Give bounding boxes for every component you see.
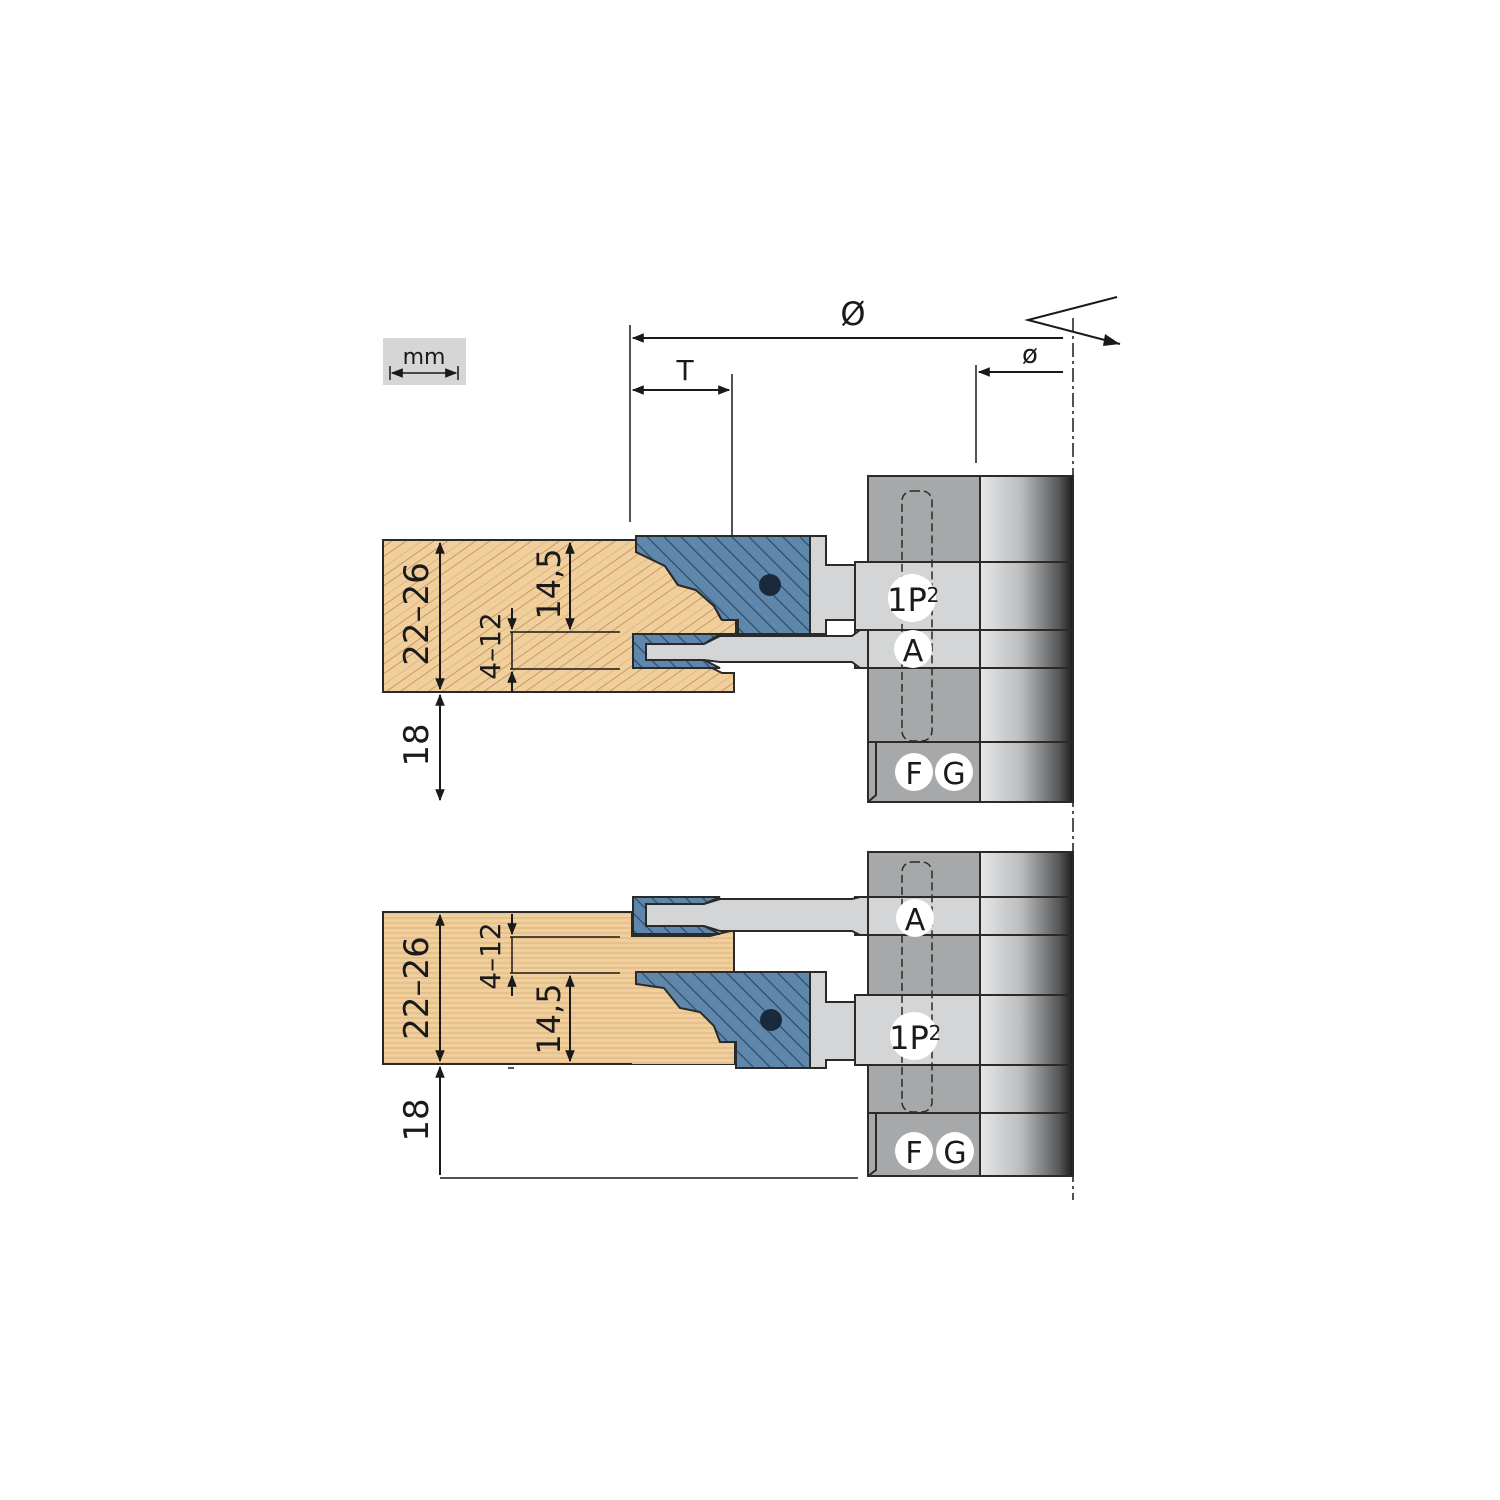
lower-tool-body (854, 851, 1074, 1177)
lower-marker-a: A (896, 899, 934, 938)
lower-marker-g: G (936, 1132, 974, 1171)
upper-tool-body (854, 475, 1074, 803)
upper-groove-code: A (903, 634, 924, 669)
lower-assembly: A 1P 2 F G 22–26 18 4–12 14, (382, 851, 1074, 1179)
outer-diameter-label: Ø (840, 295, 865, 333)
lower-profile-height-label: 14,5 (530, 983, 568, 1054)
upper-dimensions: 22–26 18 14,5 4–12 (397, 541, 620, 802)
lower-dimensions: 22–26 18 4–12 14,5 (397, 913, 858, 1179)
lower-f-code: F (905, 1136, 922, 1171)
lower-profile-code: 1P (889, 1019, 929, 1057)
upper-marker-a: A (894, 630, 932, 669)
upper-groove-cutter (632, 629, 869, 669)
lower-profile-cutter (635, 971, 856, 1069)
lower-groove-width-label: 4–12 (474, 922, 507, 989)
lower-groove-cutter (632, 896, 869, 936)
lower-marker-1p2: 1P 2 (889, 1012, 941, 1060)
lower-groove-code: A (905, 903, 926, 938)
upper-g-code: G (942, 757, 965, 792)
upper-offset-label: 18 (397, 723, 437, 766)
lower-g-code: G (943, 1136, 966, 1171)
upper-profile-height-label: 14,5 (530, 548, 568, 619)
bore-diameter-label: ø (1022, 340, 1038, 370)
lower-profile-sup: 2 (929, 1021, 942, 1045)
upper-profile-cutter (635, 535, 856, 635)
upper-profile-sup: 2 (927, 583, 940, 607)
break-symbol (1024, 296, 1121, 345)
upper-marker-g: G (935, 753, 973, 792)
upper-marker-f: F (895, 753, 933, 792)
lower-thickness-label: 22–26 (397, 936, 437, 1040)
depth-label: T (675, 354, 694, 387)
upper-marker-1p2: 1P 2 (887, 574, 939, 622)
upper-profile-code: 1P (887, 581, 927, 619)
lower-marker-f: F (895, 1132, 933, 1171)
upper-f-code: F (905, 757, 922, 792)
unit-label: mm (403, 345, 446, 370)
upper-groove-width-label: 4–12 (474, 612, 507, 679)
lower-offset-label: 18 (397, 1098, 437, 1141)
upper-assembly: 1P 2 A F G 22–26 18 14,5 4–12 (382, 475, 1074, 803)
upper-thickness-label: 22–26 (397, 562, 437, 666)
unit-badge: mm (383, 338, 466, 385)
